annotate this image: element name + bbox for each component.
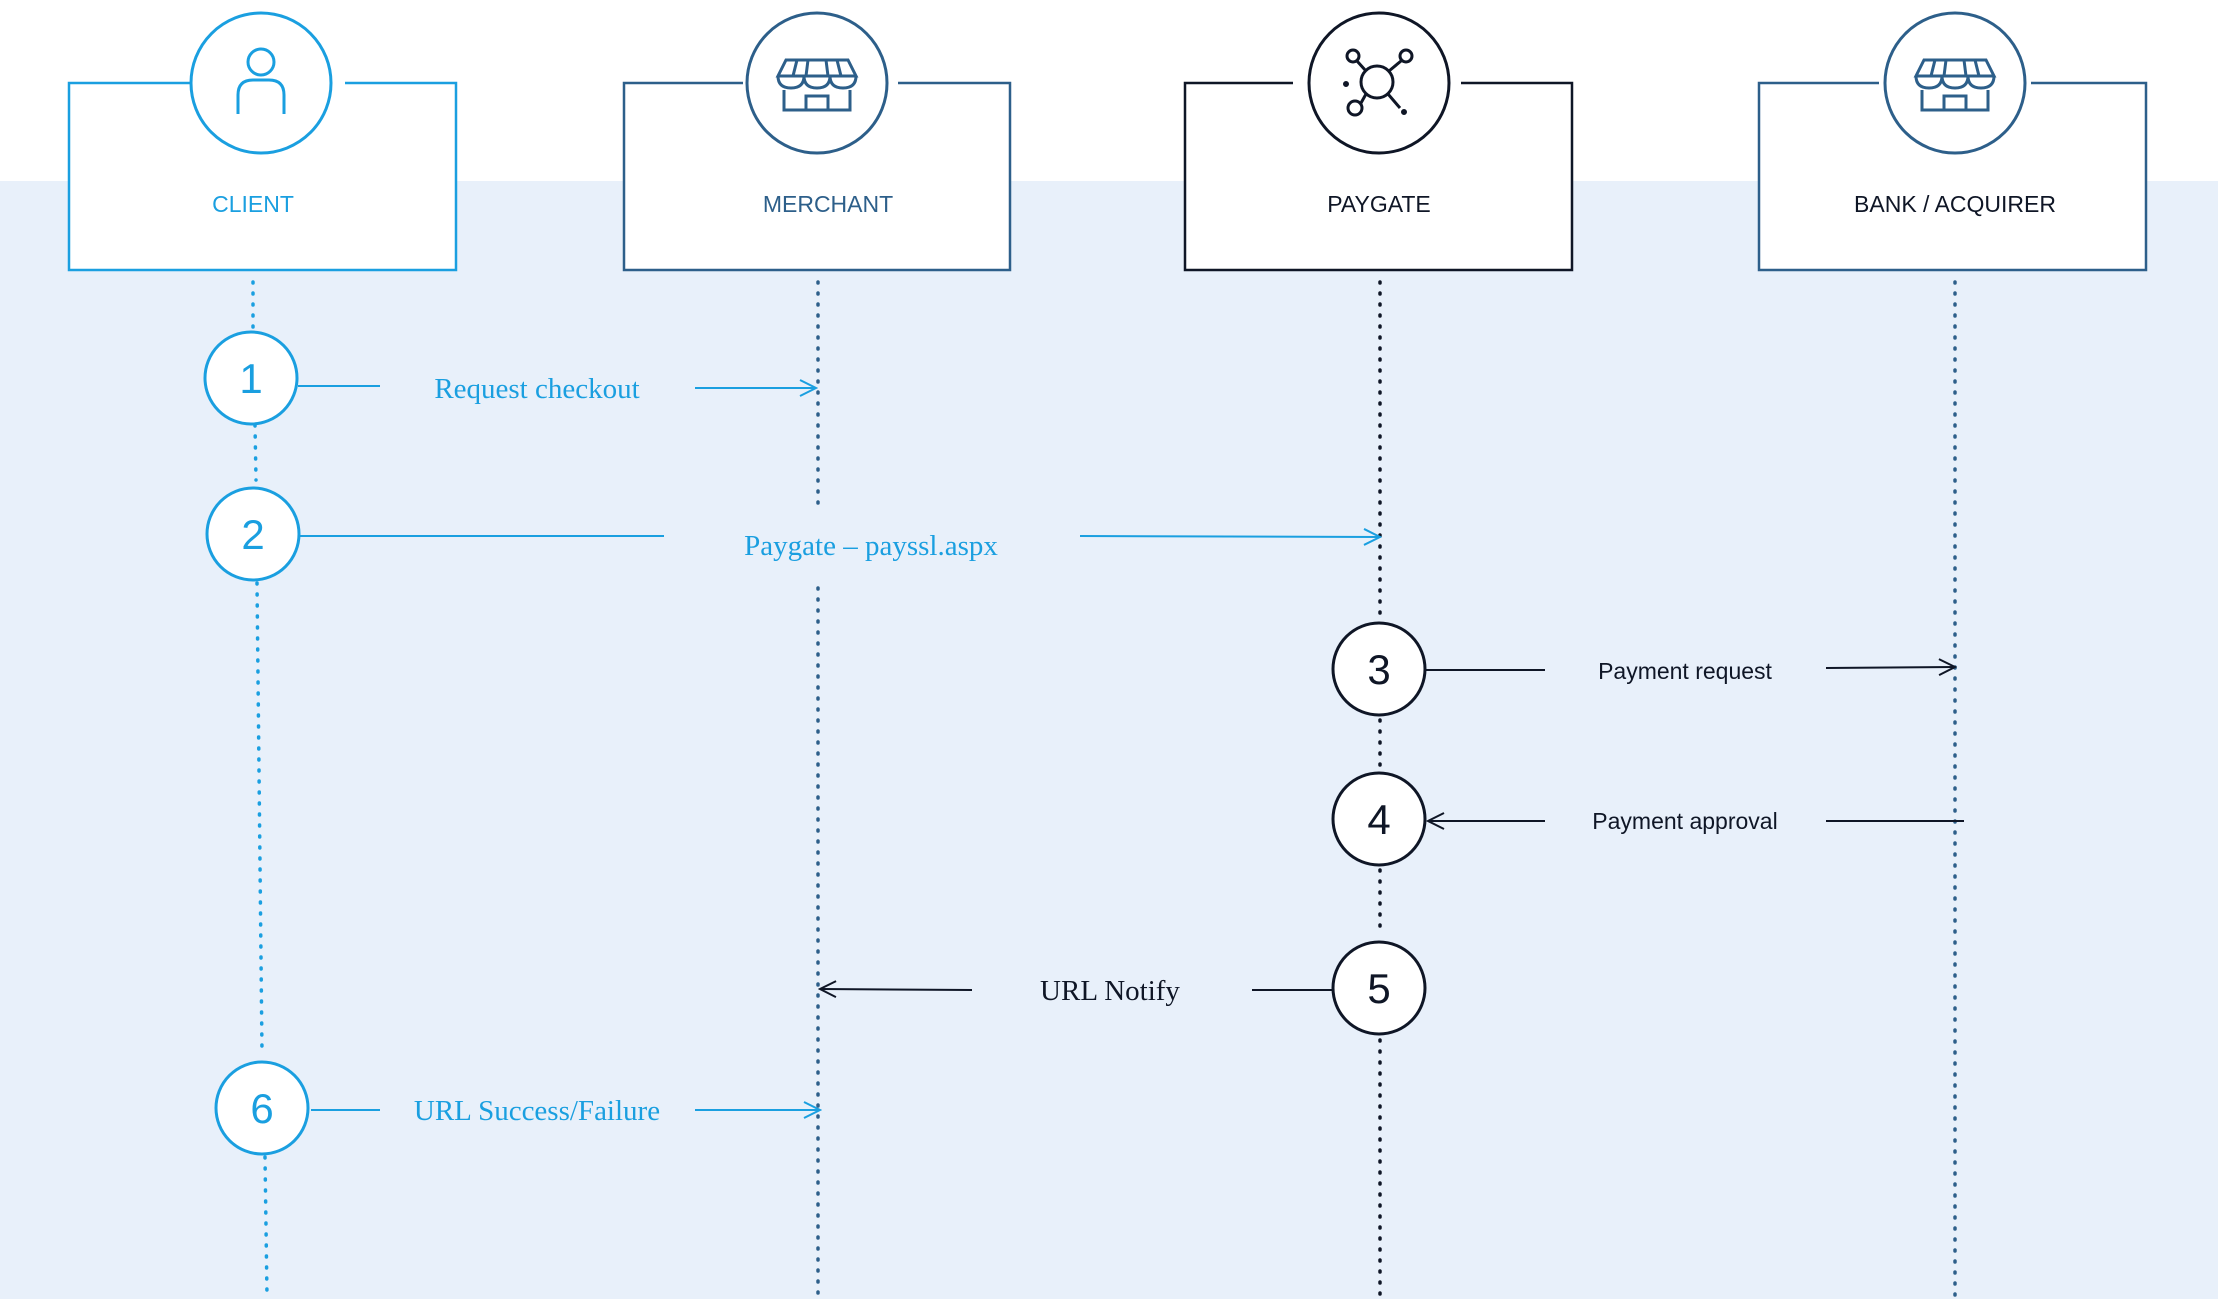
message-label-step-5: URL Notify	[1040, 975, 1180, 1007]
step-badge-4: 4	[1331, 771, 1427, 867]
step-badge-3: 3	[1331, 621, 1427, 717]
storefront-icon	[1913, 58, 1997, 112]
step-number-4: 4	[1367, 796, 1390, 843]
storefront-icon	[775, 58, 859, 112]
participant-merchant: MERCHANT	[622, 11, 1012, 272]
step-badge-6: 6	[214, 1060, 310, 1156]
participant-client: CLIENT	[67, 11, 458, 272]
participant-bank: BANK / ACQUIRER	[1757, 11, 2148, 272]
message-step-4: Payment approval	[1428, 808, 1964, 834]
participant-label-bank: BANK / ACQUIRER	[1854, 191, 2056, 217]
participant-label-merchant: MERCHANT	[763, 191, 893, 217]
message-step-6: URL Success/Failure	[311, 1095, 820, 1127]
participant-paygate: PAYGATE	[1183, 11, 1574, 272]
lifeline-client	[251, 280, 269, 1298]
message-step-2: Paygate – payssl.aspx	[300, 530, 1380, 562]
participant-label-client: CLIENT	[212, 191, 294, 217]
message-step-5: URL Notify	[820, 975, 1332, 1007]
message-step-1: Request checkout	[298, 373, 816, 405]
message-label-step-6: URL Success/Failure	[414, 1095, 660, 1127]
step-number-5: 5	[1367, 965, 1390, 1012]
participant-label-paygate: PAYGATE	[1327, 191, 1431, 217]
message-step-3: Payment request	[1426, 658, 1955, 684]
message-label-step-2: Paygate – payssl.aspx	[744, 530, 998, 562]
step-badge-2: 2	[205, 486, 301, 582]
background-band	[0, 181, 2218, 1299]
message-label-step-3: Payment request	[1598, 658, 1772, 684]
message-label-step-4: Payment approval	[1592, 808, 1777, 834]
step-badge-1: 1	[203, 330, 299, 426]
step-number-6: 6	[250, 1085, 273, 1132]
step-number-2: 2	[241, 511, 264, 558]
step-number-3: 3	[1367, 646, 1390, 693]
network-hub-icon	[1343, 48, 1414, 117]
message-label-step-1: Request checkout	[434, 373, 639, 405]
person-icon	[236, 47, 286, 114]
step-badge-5: 5	[1331, 940, 1427, 1036]
step-number-1: 1	[239, 355, 262, 402]
